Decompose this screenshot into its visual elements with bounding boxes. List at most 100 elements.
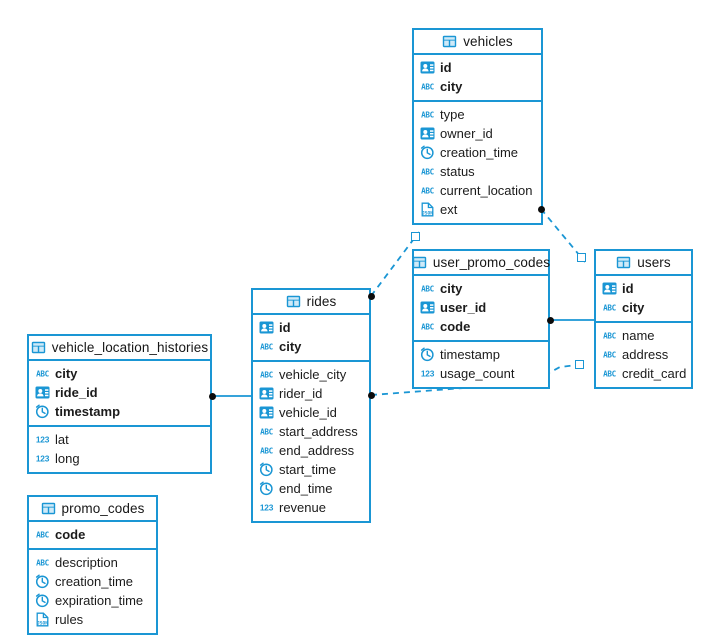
primary-key-row[interactable]: id [596,279,691,298]
field-label: ride_id [55,385,98,400]
primary-key-row[interactable]: id [253,318,369,337]
field-label: description [55,555,118,570]
field-row[interactable]: 123 revenue [253,498,369,517]
field-label: vehicle_city [279,367,347,382]
relationship-endpoint-square [576,252,586,262]
field-row[interactable]: creation_time [29,572,156,591]
field-row[interactable]: owner_id [414,124,541,143]
field-label: timestamp [55,404,121,419]
field-label: owner_id [440,126,493,141]
svg-text:123: 123 [36,434,50,444]
svg-text:ABC: ABC [421,323,435,332]
123-icon: 123 [420,366,435,381]
abc-icon: ABC [420,319,435,334]
primary-key-row[interactable]: ride_id [29,383,210,402]
field-row[interactable]: timestamp [414,345,548,364]
field-label: rules [55,612,84,627]
field-label: city [55,366,78,381]
table-header-user_promo_codes[interactable]: user_promo_codes [412,251,550,276]
field-row[interactable]: vehicle_id [253,403,369,422]
table-header-vehicle_location_histories[interactable]: vehicle_location_histories [29,336,210,361]
field-row[interactable]: JSON rules [29,610,156,629]
table-header-users[interactable]: users [596,251,691,276]
clock-icon [35,404,50,419]
field-label: credit_card [622,366,687,381]
clock-icon [420,145,435,160]
json-icon: JSON [420,202,435,217]
table-icon [442,34,457,49]
field-label: start_time [279,462,337,477]
abc-icon: ABC [602,328,617,343]
field-label: start_address [279,424,358,439]
primary-key-row[interactable]: ABC city [414,77,541,96]
field-row[interactable]: ABC address [596,345,691,364]
svg-text:123: 123 [421,368,435,378]
svg-text:ABC: ABC [421,111,435,120]
table-header-vehicles[interactable]: vehicles [414,30,541,55]
id-card-icon [602,281,617,296]
field-label: end_address [279,443,355,458]
field-label: status [440,164,475,179]
field-label: id [622,281,634,296]
field-row[interactable]: end_time [253,479,369,498]
field-label: city [440,79,463,94]
field-row[interactable]: creation_time [414,143,541,162]
primary-key-row[interactable]: user_id [414,298,548,317]
table-header-rides[interactable]: rides [253,290,369,315]
table-header-promo_codes[interactable]: promo_codes [29,497,156,522]
svg-text:ABC: ABC [421,187,435,196]
primary-key-row[interactable]: timestamp [29,402,210,421]
clock-icon [35,574,50,589]
primary-key-row[interactable]: id [414,58,541,77]
abc-icon: ABC [35,366,50,381]
id-card-icon [420,300,435,315]
table-icon [31,340,46,355]
abc-icon: ABC [602,347,617,362]
svg-text:ABC: ABC [421,285,435,294]
field-row[interactable]: expiration_time [29,591,156,610]
field-row[interactable]: start_time [253,460,369,479]
abc-icon: ABC [602,300,617,315]
abc-icon: ABC [259,424,274,439]
json-icon: JSON [35,612,50,627]
abc-icon: ABC [420,79,435,94]
primary-key-row[interactable]: ABC city [29,364,210,383]
field-row[interactable]: ABC start_address [253,422,369,441]
abc-icon: ABC [35,527,50,542]
field-label: address [622,347,669,362]
123-icon: 123 [259,500,274,515]
field-label: revenue [279,500,326,515]
field-row[interactable]: rider_id [253,384,369,403]
id-card-icon [259,405,274,420]
field-label: timestamp [440,347,500,362]
id-card-icon [35,385,50,400]
